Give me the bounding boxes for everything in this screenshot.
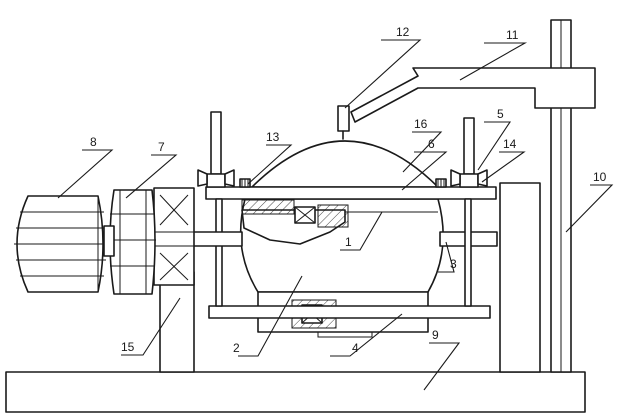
callout-3: 3 xyxy=(450,257,457,271)
left-frame-rod xyxy=(215,198,223,307)
bearing-block xyxy=(153,187,195,286)
callout-4: 4 xyxy=(352,341,359,355)
base-plate xyxy=(5,371,586,413)
callout-14: 14 xyxy=(503,137,517,151)
clamp-stud-right xyxy=(450,117,488,188)
callout-2: 2 xyxy=(233,341,240,355)
coupling xyxy=(109,189,156,295)
upper-frame-plate xyxy=(205,186,497,200)
overhang-arm xyxy=(350,67,596,123)
callout-8: 8 xyxy=(90,135,97,149)
left-support-post xyxy=(159,271,195,373)
callout-15: 15 xyxy=(121,340,135,354)
inner-shaft xyxy=(241,199,438,245)
callout-16: 16 xyxy=(414,117,428,131)
right-frame-rod xyxy=(464,198,472,307)
callout-13: 13 xyxy=(266,130,280,144)
probe xyxy=(337,105,350,140)
callout-9: 9 xyxy=(432,328,439,342)
callout-11: 11 xyxy=(506,28,519,42)
right-support-post xyxy=(499,182,541,373)
callout-12: 12 xyxy=(396,25,410,39)
callout-7: 7 xyxy=(158,140,165,154)
callout-10: 10 xyxy=(593,170,607,184)
dome-cover xyxy=(251,140,439,188)
clamp-stud-left xyxy=(197,111,235,188)
callout-1: 1 xyxy=(345,235,352,249)
screw-right xyxy=(435,178,447,188)
screw-left xyxy=(239,178,251,188)
leader-lines xyxy=(57,39,614,391)
callout-6: 6 xyxy=(428,137,435,151)
callout-5: 5 xyxy=(497,107,504,121)
callout-labels: 1 2 3 4 5 6 7 8 9 10 11 12 13 14 15 16 xyxy=(90,25,607,355)
motor xyxy=(14,195,115,293)
lower-frame-plate xyxy=(208,305,491,319)
